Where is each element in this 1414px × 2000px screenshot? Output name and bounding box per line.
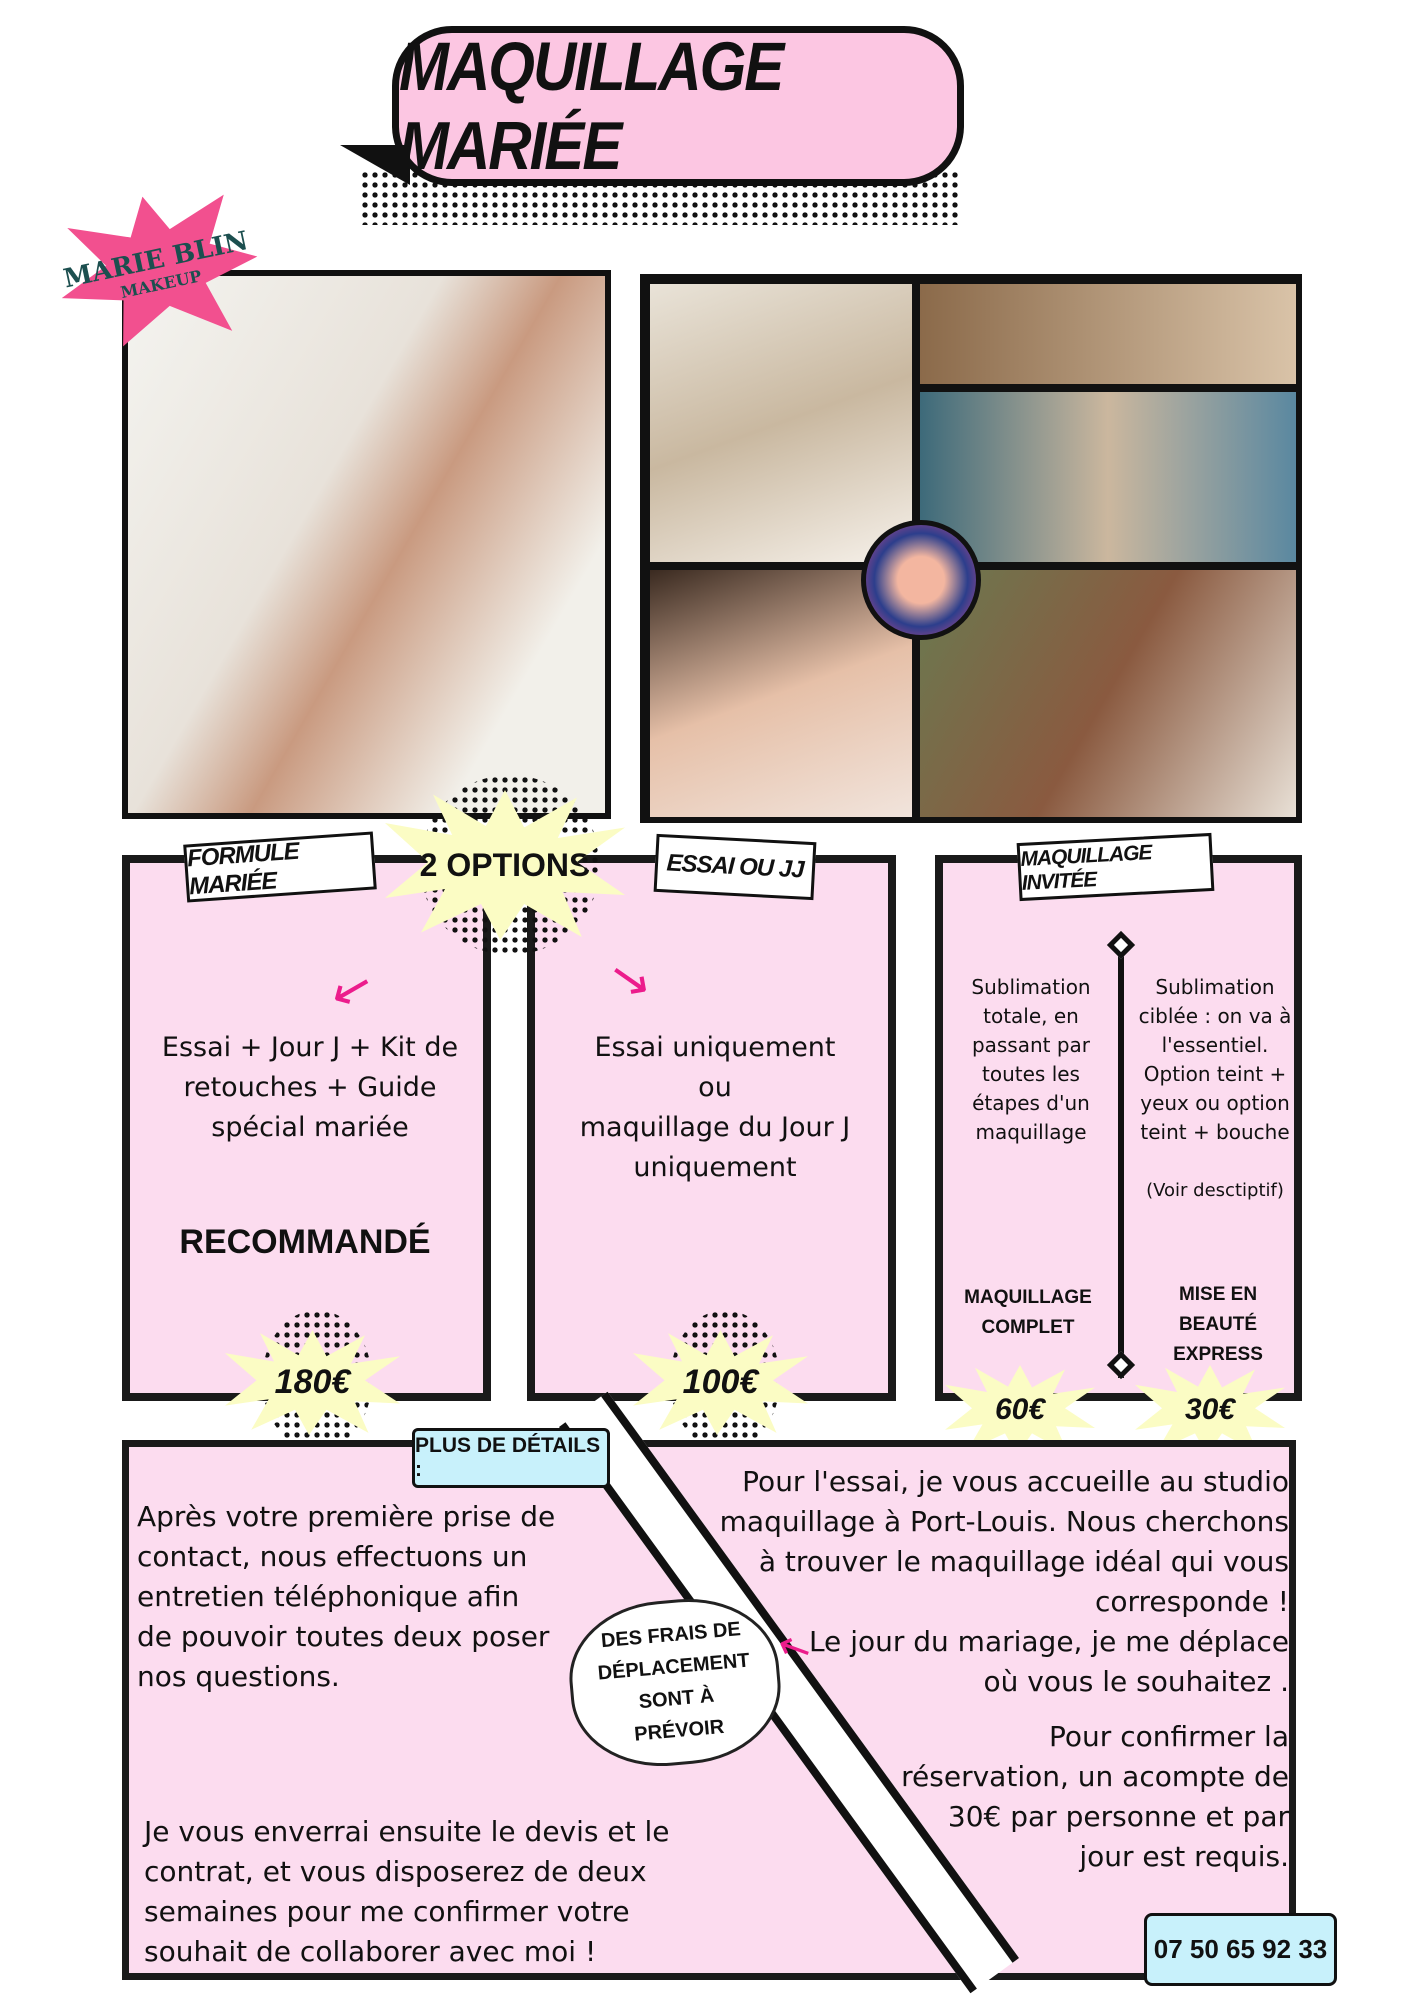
details-text-5: Pour confirmer la réservation, un acompt… xyxy=(901,1720,1289,1873)
essai-line2: ou xyxy=(698,1072,732,1103)
panel-invitee: Sublimation totale, en passant par toute… xyxy=(935,855,1302,1401)
tag-details: PLUS DE DÉTAILS : xyxy=(412,1428,610,1488)
panel-formule-mariee: Essai + Jour J + Kit de retouches + Guid… xyxy=(122,855,491,1401)
tag-essai-jj: ESSAI OU JJ xyxy=(653,833,817,901)
avatar-illustration xyxy=(861,520,981,640)
details-text-3: Pour l'essai, je vous accueille au studi… xyxy=(719,1465,1289,1618)
photo-makeup-spray xyxy=(122,270,611,819)
complet-description: Sublimation totale, en passant par toute… xyxy=(971,975,1091,1144)
photo-bride-3 xyxy=(920,392,1296,562)
details-text-4: Le jour du mariage, je me déplace où vou… xyxy=(808,1625,1289,1698)
tag-invitee: MAQUILLAGE INVITÉE xyxy=(1016,832,1215,902)
essai-line1: Essai uniquement xyxy=(594,1032,836,1063)
phone-number[interactable]: 07 50 65 92 33 xyxy=(1144,1913,1337,1986)
complet-name: MAQUILLAGE COMPLET xyxy=(964,1287,1092,1338)
essai-line3: maquillage du Jour J uniquement xyxy=(579,1112,851,1183)
photo-bride-1 xyxy=(650,284,912,562)
details-text-1: Après votre première prise de contact, n… xyxy=(137,1500,556,1693)
express-description: Sublimation ciblée : on va à l'essentiel… xyxy=(1138,975,1292,1144)
express-name: MISE EN BEAUTÉ EXPRESS xyxy=(1173,1284,1263,1365)
photo-bride-4 xyxy=(650,570,912,817)
recommended-badge: RECOMMANDÉ xyxy=(179,1223,431,1261)
page-title: MAQUILLAGE MARIÉE xyxy=(392,26,964,186)
photo-bride-2 xyxy=(920,284,1296,384)
diamond-icon xyxy=(1106,930,1136,960)
diamond-icon xyxy=(1106,1350,1136,1380)
formule-description: Essai + Jour J + Kit de retouches + Guid… xyxy=(161,1032,459,1143)
bubble-tail xyxy=(340,145,410,185)
express-note: (Voir desctiptif) xyxy=(1146,1180,1284,1201)
divider-line xyxy=(1118,948,1124,1378)
title-text: MAQUILLAGE MARIÉE xyxy=(399,27,784,185)
details-text-2: Je vous enverrai ensuite le devis et le … xyxy=(144,1815,670,1968)
photo-bride-5 xyxy=(920,570,1296,817)
photo-collage xyxy=(640,274,1302,823)
